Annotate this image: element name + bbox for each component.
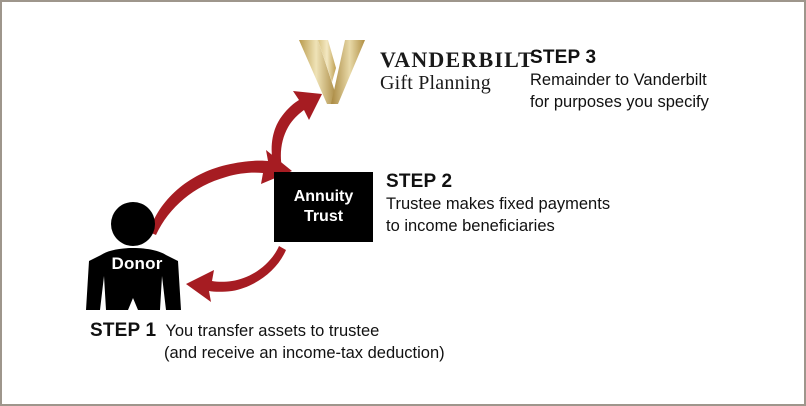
logo-title: VANDERBILT — [380, 47, 534, 72]
vanderbilt-logo: VANDERBILT Gift Planning — [298, 38, 534, 104]
step-1-line-1: You transfer assets to trustee — [165, 322, 380, 340]
step-3-line-1: Remainder to Vanderbilt — [530, 70, 707, 89]
vanderbilt-wordmark: VANDERBILT Gift Planning — [380, 38, 534, 95]
annuity-trust-box: Annuity Trust — [274, 172, 373, 242]
annuity-trust-line-2: Trust — [303, 208, 344, 225]
step-3-heading: STEP 3 — [530, 47, 597, 68]
step-1-heading: STEP 1 — [90, 320, 157, 341]
step-2-line-1: Trustee makes fixed payments — [386, 194, 611, 213]
donor-silhouette-icon — [86, 202, 181, 310]
step-1-block: STEP 1 You transfer assets to trustee (a… — [90, 320, 445, 363]
donor-figure: Donor — [82, 198, 192, 314]
step-2-block: STEP 2 Trustee makes fixed payments to i… — [386, 170, 610, 237]
step-3-line-2: for purposes you specify — [530, 92, 709, 111]
step-2-line-2: to income beneficiaries — [386, 216, 555, 235]
step-3-block: STEP 3 Remainder to Vanderbilt for purpo… — [530, 46, 709, 113]
step-2-heading: STEP 2 — [386, 171, 453, 192]
logo-subtitle: Gift Planning — [380, 72, 491, 95]
trust-to-donor-arrow — [186, 246, 286, 302]
annuity-trust-line-1: Annuity — [293, 187, 354, 205]
vanderbilt-v-mark — [299, 40, 365, 104]
step-1-line-2: (and receive an income-tax deduction) — [164, 344, 445, 362]
